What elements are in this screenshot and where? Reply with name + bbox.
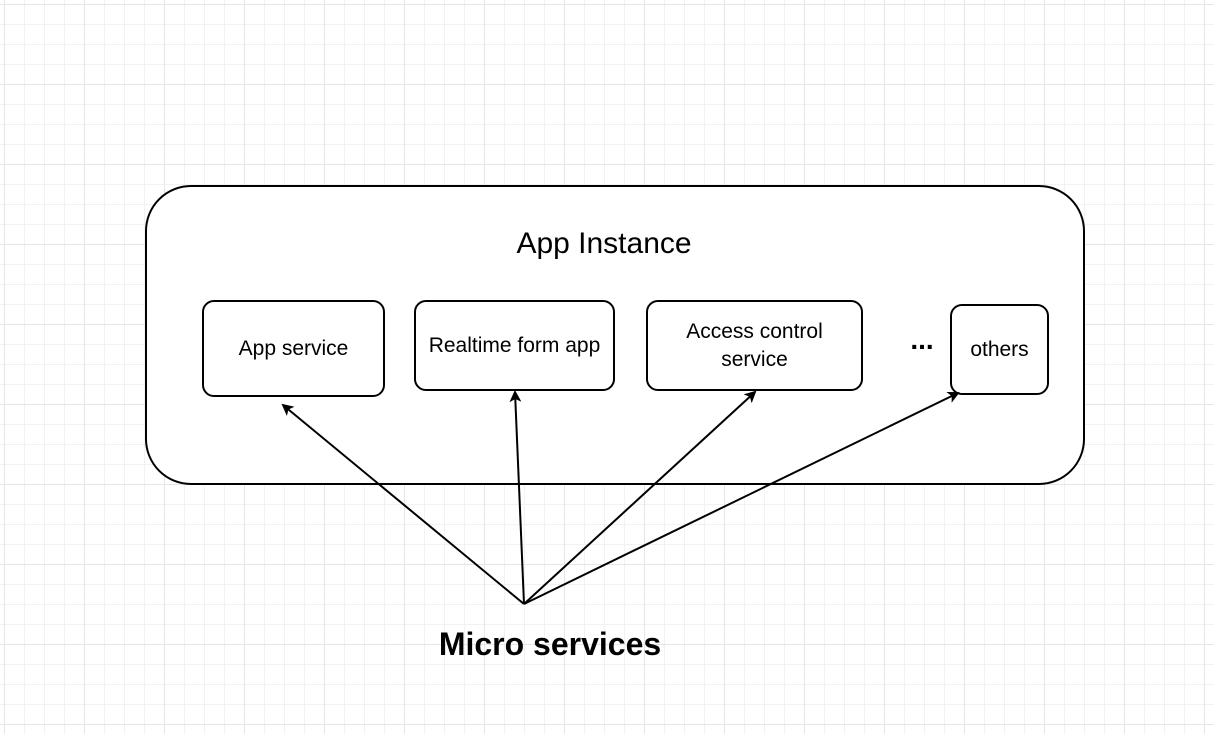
service-label: others [970, 337, 1029, 361]
service-box-app-service: App service [202, 300, 385, 397]
service-label: App service [238, 336, 349, 360]
service-box-realtime-form-app: Realtime form app [414, 300, 615, 391]
service-box-access-control: Access control service [646, 300, 863, 391]
service-label: Realtime form app [428, 333, 601, 357]
arrow-to-realtime-form-app [509, 390, 525, 605]
service-label: Access control service [686, 319, 823, 371]
arrow-to-app-service [281, 403, 525, 605]
app-instance-title: App Instance [516, 227, 692, 260]
micro-services-label: Micro services [438, 626, 662, 662]
arrow-to-access-control [523, 390, 757, 605]
service-box-others: others [950, 304, 1049, 395]
arrow-to-others [523, 391, 960, 605]
more-services-ellipsis: ... [910, 324, 934, 355]
